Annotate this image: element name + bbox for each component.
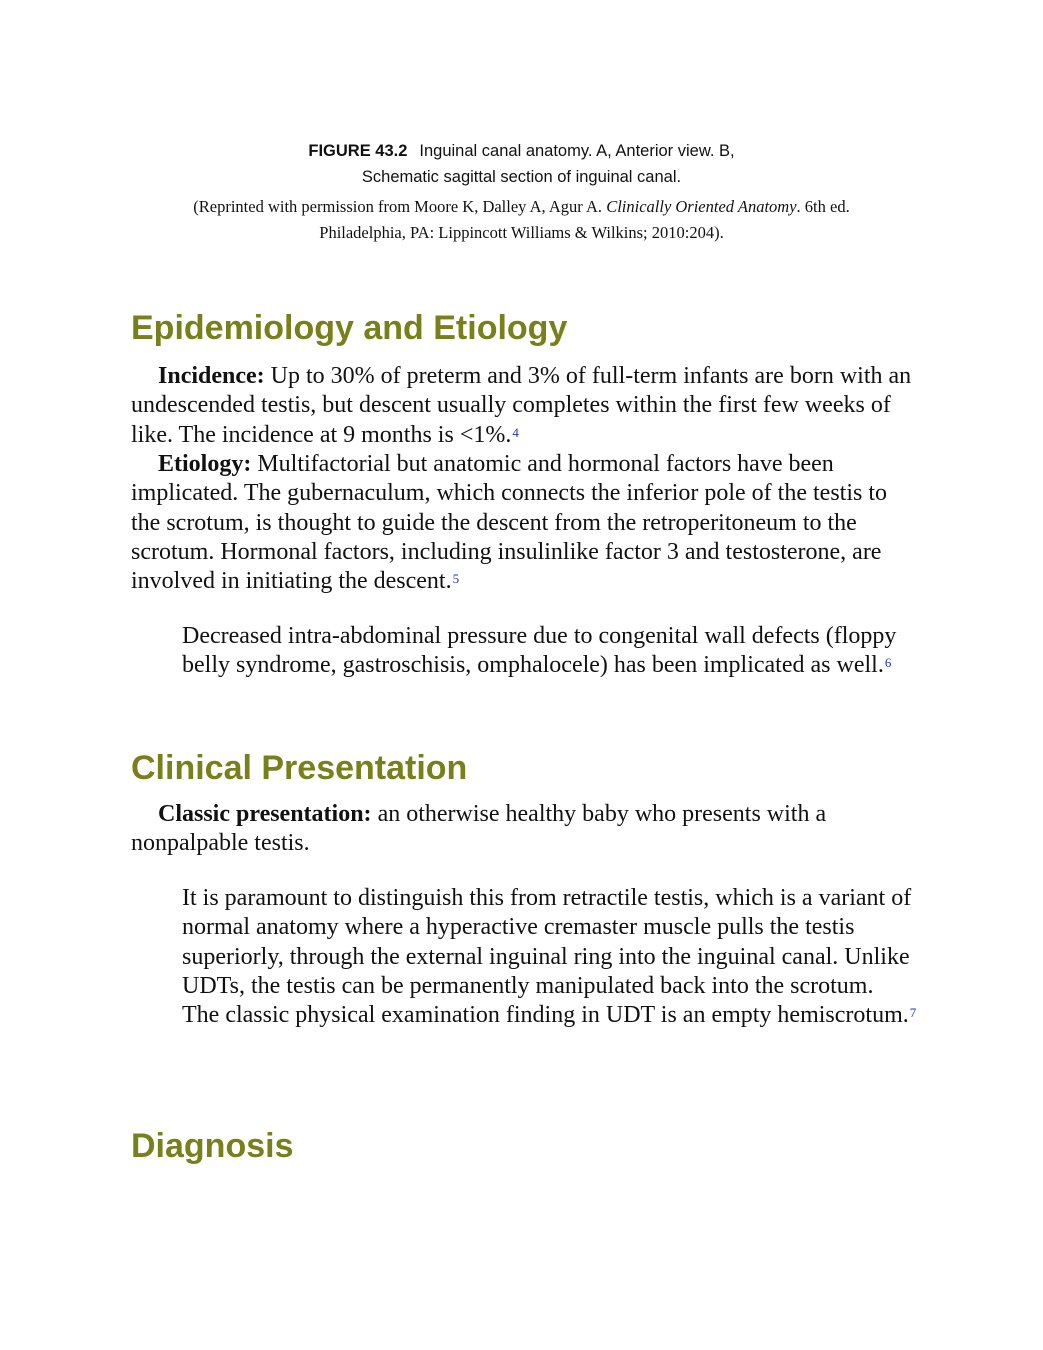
classic-lead: Classic presentation: — [158, 801, 372, 827]
incidence-lead: Incidence: — [158, 363, 265, 389]
classic-text: an otherwise healthy baby who presents w… — [131, 801, 827, 857]
figure-caption-line1: Inguinal canal anatomy. A, Anterior view… — [419, 142, 735, 160]
incidence-text: Up to 30% of preterm and 3% of full-term… — [131, 363, 912, 448]
figure-credit-part2: . 6th ed. Philadelphia, PA: Lippincott W… — [319, 197, 850, 242]
etiology-lead: Etiology: — [158, 451, 252, 477]
retractile-note-text: It is paramount to distinguish this from… — [182, 885, 912, 999]
paragraph-etiology-note: Decreased intra-abdominal pressure due t… — [182, 622, 922, 681]
reference-link-5[interactable]: 5 — [452, 571, 460, 587]
etiology-note-text: Decreased intra-abdominal pressure due t… — [182, 623, 897, 679]
reference-link-7[interactable]: 7 — [909, 1005, 917, 1021]
heading-clinical-presentation: Clinical Presentation — [131, 749, 468, 787]
figure-caption-line2: Schematic sagittal section of inguinal c… — [361, 168, 682, 186]
figure-caption: FIGURE 43.2 Inguinal canal anatomy. A, An… — [170, 138, 873, 246]
paragraph-incidence: Incidence: Up to 30% of preterm and 3% o… — [131, 362, 921, 450]
figure-caption-title: FIGURE 43.2 Inguinal canal anatomy. A, An… — [170, 138, 873, 190]
paragraph-classic-presentation: Classic presentation: an otherwise healt… — [131, 800, 921, 859]
physical-exam-note-text: The classic physical examination finding… — [182, 1002, 909, 1029]
etiology-text: Multifactorial but anatomic and hormonal… — [131, 451, 887, 595]
reference-link-6[interactable]: 6 — [884, 655, 892, 671]
heading-diagnosis: Diagnosis — [131, 1127, 294, 1165]
paragraph-etiology: Etiology: Multifactorial but anatomic an… — [131, 450, 921, 596]
figure-credit-part1: (Reprinted with permission from Moore K,… — [193, 197, 607, 216]
paragraph-retractile-note: It is paramount to distinguish this from… — [182, 884, 922, 1030]
reference-link-4[interactable]: 4 — [512, 424, 519, 440]
figure-credit-book-title: Clinically Oriented Anatomy — [606, 197, 797, 216]
figure-credit: (Reprinted with permission from Moore K,… — [170, 194, 873, 246]
heading-epidemiology: Epidemiology and Etiology — [131, 309, 568, 347]
figure-label: FIGURE 43.2 — [308, 142, 408, 160]
